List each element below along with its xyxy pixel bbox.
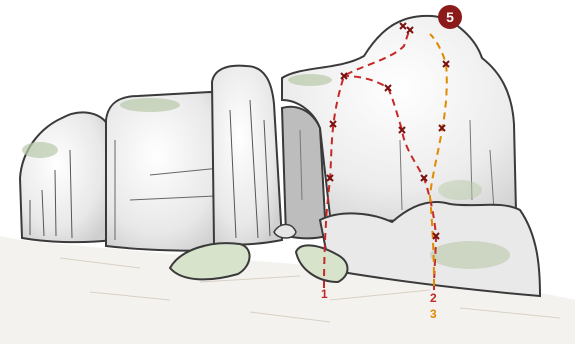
left-boulder xyxy=(20,112,112,242)
route-label-3: 3 xyxy=(430,307,437,321)
tall-middle-boulder xyxy=(212,66,282,245)
route-label-1: 1 xyxy=(321,287,328,301)
route-label-2: 2 xyxy=(430,291,437,305)
sector-number: 5 xyxy=(446,9,454,25)
sector-badge[interactable]: 5 xyxy=(438,5,462,29)
